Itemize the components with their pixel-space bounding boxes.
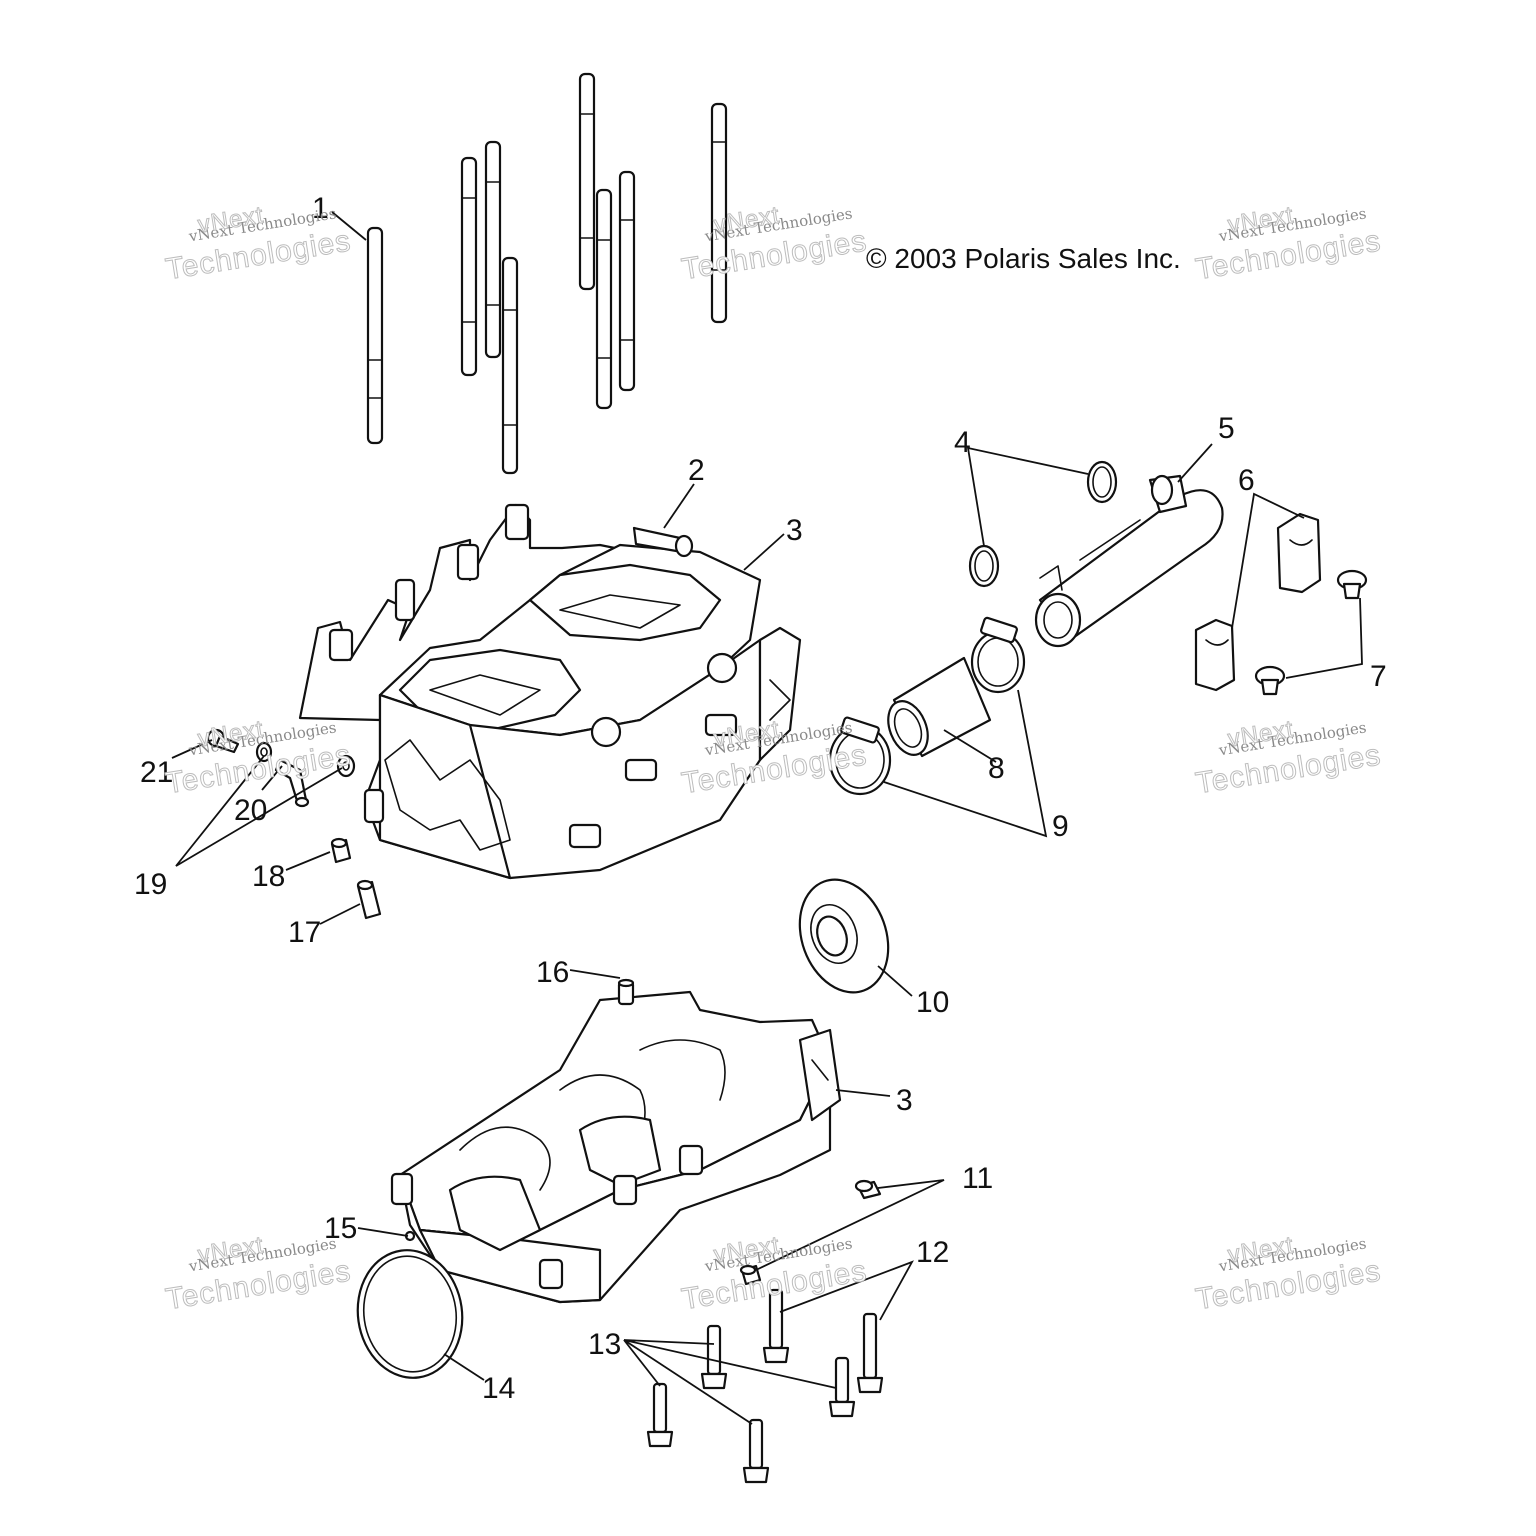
callout-21: 21 [140,756,174,789]
stud-7 [618,170,636,392]
callout-20: 20 [234,794,268,827]
bolt-13a [700,1324,728,1390]
callout-6: 6 [1238,464,1255,497]
manifold-tube-5 [1034,474,1224,648]
callout-10: 10 [916,986,950,1019]
callout-4: 4 [954,426,971,459]
callout-9: 9 [1052,810,1069,843]
brackets-and-screws [1194,512,1368,696]
washer-19b [336,754,356,778]
callout-15: 15 [324,1212,358,1245]
plug-18 [330,837,352,864]
callout-3-upper: 3 [786,514,803,547]
callout-8: 8 [988,752,1005,785]
water-manifold-group [828,460,1224,796]
clamp-9a [970,616,1026,694]
callout-17: 17 [288,916,322,949]
callout-19: 19 [134,868,168,901]
stud-8 [710,102,728,324]
callout-12: 12 [916,1236,950,1269]
washer-19a [255,741,273,763]
plug-11b [739,1264,762,1286]
stud-3 [484,140,502,359]
bolt-12a [762,1288,790,1364]
hose-8 [887,656,992,758]
banjo-bolt-21 [206,728,240,754]
snap-ring-14 [356,1249,464,1379]
callout-1: 1 [312,192,329,225]
bolt-13c [646,1382,674,1448]
stud-2 [460,156,478,377]
case-bolts [646,1179,884,1484]
stud-4 [501,256,519,475]
bolt-13d [742,1418,770,1484]
callout-16: 16 [536,956,570,989]
callout-7: 7 [1370,660,1387,693]
stud-6 [595,188,613,410]
screw-7a [1336,569,1368,600]
leader-lines [171,211,1363,1425]
plug-11 [854,1179,882,1200]
sleeve-17 [356,879,382,920]
clamp-9b [828,716,892,796]
stud-5 [578,72,596,291]
dowel-pin-2 [632,526,694,558]
upper-crankcase [298,503,802,880]
oil-seal-10 [798,878,890,994]
callout-11: 11 [962,1162,994,1195]
callout-13: 13 [588,1328,622,1361]
bolt-13b [828,1356,856,1418]
screw-7b [1254,665,1286,696]
copyright-notice: © 2003 Polaris Sales Inc. [866,243,1181,274]
callout-3-lower: 3 [896,1084,913,1117]
callout-5: 5 [1218,412,1235,445]
stud-bolts [366,72,728,475]
callout-14: 14 [482,1372,516,1405]
callout-18: 18 [252,860,286,893]
bracket-6a [1276,512,1322,594]
o-ring-4a [968,544,1000,588]
stud-1 [366,226,384,445]
callout-2: 2 [688,454,705,487]
dowel-pin-16 [617,978,635,1006]
bracket-6b [1194,618,1236,692]
lower-crankcase [390,978,842,1304]
bolt-12b [856,1312,884,1394]
o-ring-4b [1086,460,1118,504]
small-parts-left [206,728,382,920]
